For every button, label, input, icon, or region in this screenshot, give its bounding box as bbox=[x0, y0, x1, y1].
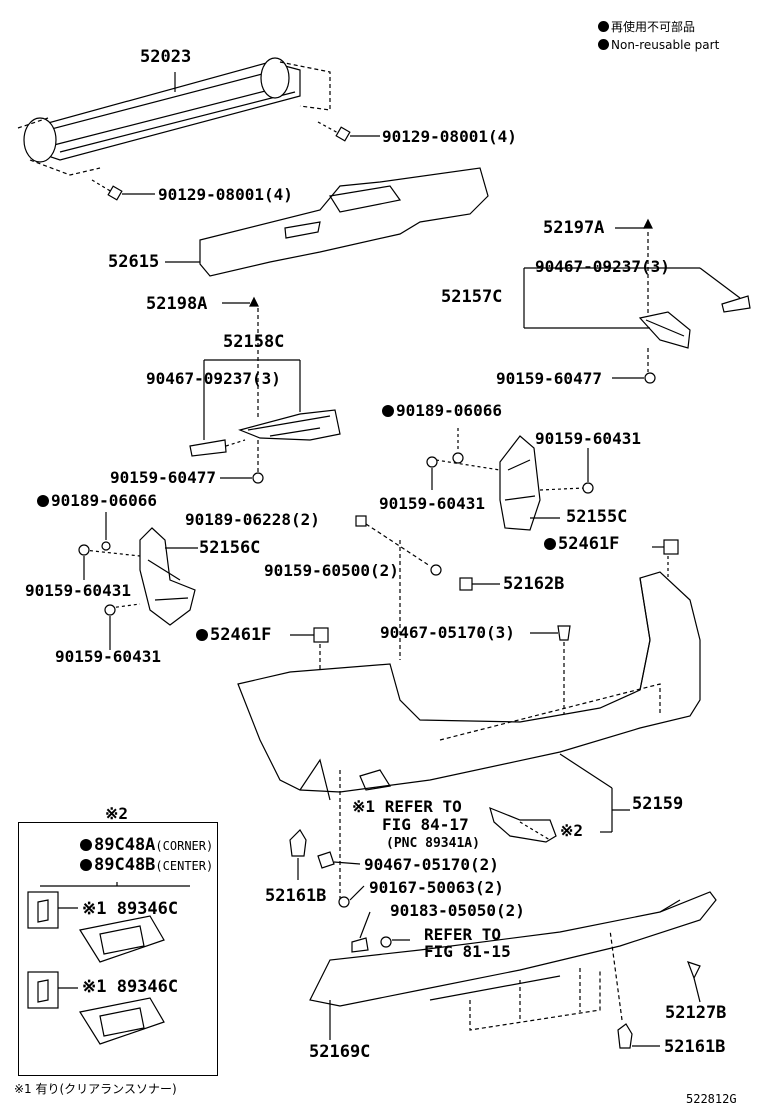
label-90189-06066-l: 90189-06066 bbox=[37, 492, 157, 510]
bolt-icon bbox=[91, 121, 380, 201]
bracket-52155C bbox=[426, 428, 594, 531]
bracket-52158C bbox=[189, 296, 341, 484]
lower-cover-52169C bbox=[309, 891, 717, 1049]
footnote: ※1 有り(クリアランスソナー) bbox=[14, 1082, 177, 1096]
label-52198A: 52198A bbox=[146, 294, 208, 314]
label-90183-05050: 90183-05050(2) bbox=[390, 901, 525, 920]
label-90159-60431-r2: 90159-60431 bbox=[379, 494, 485, 513]
figure-code: 522812G bbox=[686, 1092, 737, 1106]
label-90159-60477-r: 90159-60477 bbox=[496, 369, 602, 388]
bracket-52157C bbox=[523, 218, 751, 384]
bumper-cover-52159 bbox=[237, 571, 701, 833]
bracket-52156C bbox=[78, 512, 198, 650]
reinforcement-52023 bbox=[17, 57, 331, 176]
label-90159-60431-l2: 90159-60431 bbox=[55, 647, 161, 666]
label-52127B: 52127B bbox=[665, 1003, 727, 1023]
label-52461F-r: 52461F bbox=[544, 535, 619, 553]
refer1-line-a: ※1 REFER TO bbox=[352, 797, 462, 816]
inset-mark: ※2 bbox=[105, 804, 129, 823]
label-52158C: 52158C bbox=[223, 332, 285, 352]
label-52023: 52023 bbox=[140, 47, 192, 67]
label-52615: 52615 bbox=[108, 252, 160, 272]
label-bolt-lower: 90129-08001(4) bbox=[158, 185, 293, 204]
label-52157C: 52157C bbox=[441, 287, 503, 307]
label-52169C: 52169C bbox=[309, 1042, 371, 1062]
label-89C48B: 89C48B(CENTER) bbox=[80, 856, 213, 875]
label-52159: 52159 bbox=[632, 794, 684, 814]
label-52161B-r: 52161B bbox=[664, 1037, 726, 1057]
label-90467-09237-l: 90467-09237(3) bbox=[146, 369, 281, 388]
label-89C48A: 89C48A(CORNER) bbox=[80, 836, 213, 855]
label-90167-50063: 90167-50063(2) bbox=[369, 878, 504, 897]
sonar-bracket bbox=[339, 770, 557, 900]
absorber-52615 bbox=[165, 167, 489, 277]
label-90467-09237-r: 90467-09237(3) bbox=[535, 257, 670, 276]
refer1-pnc: (PNC 89341A) bbox=[386, 836, 480, 851]
label-90159-60431-l1: 90159-60431 bbox=[25, 581, 131, 600]
label-52197A: 52197A bbox=[543, 218, 605, 238]
label-90467-05170-3: 90467-05170(3) bbox=[380, 623, 515, 642]
inset-box bbox=[18, 822, 218, 1076]
fastener-icon bbox=[289, 829, 410, 953]
clip-icon bbox=[290, 515, 679, 750]
refer2-line-a: REFER TO bbox=[424, 925, 502, 944]
label-90189-06228: 90189-06228(2) bbox=[185, 510, 320, 529]
mark-2-right: ※2 bbox=[560, 821, 584, 840]
label-bolt-upper: 90129-08001(4) bbox=[382, 127, 517, 146]
label-90159-60431-r1: 90159-60431 bbox=[535, 429, 641, 448]
inset-sensor-drawings bbox=[27, 882, 190, 1045]
legend-ja: 再使用不可部品 bbox=[598, 18, 695, 35]
label-52162B: 52162B bbox=[503, 574, 565, 594]
refer2-line-b: FIG 81-15 bbox=[424, 942, 511, 961]
label-89346C-1: ※1 89346C bbox=[82, 899, 179, 919]
legend-en: Non-reusable part bbox=[598, 38, 719, 52]
label-90159-60477-l: 90159-60477 bbox=[110, 468, 216, 487]
label-89346C-2: ※1 89346C bbox=[82, 977, 179, 997]
label-52461F-l: 52461F bbox=[196, 626, 271, 644]
label-90159-60500: 90159-60500(2) bbox=[264, 561, 399, 580]
label-90467-05170-2: 90467-05170(2) bbox=[364, 855, 499, 874]
refer1-line-b: FIG 84-17 bbox=[382, 815, 469, 834]
label-52155C: 52155C bbox=[566, 507, 628, 527]
label-90189-06066-r: 90189-06066 bbox=[382, 402, 502, 420]
label-52161B-l: 52161B bbox=[265, 886, 327, 906]
label-52156C: 52156C bbox=[199, 538, 261, 558]
